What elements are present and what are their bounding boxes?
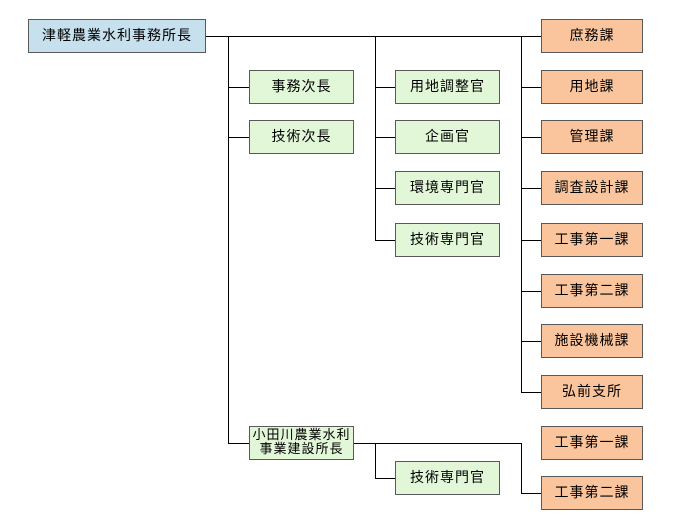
section-box-construction-2: 工事第二課: [541, 274, 643, 308]
officer-box-environment: 環境専門官: [395, 171, 500, 205]
section-box-management: 管理課: [541, 120, 643, 154]
section-6-connector: [521, 291, 542, 292]
section-3-connector: [521, 137, 542, 138]
section-box-construction-1: 工事第一課: [541, 223, 643, 257]
officer-box-planning: 企画官: [395, 120, 500, 154]
deputy-box-technical: 技術次長: [249, 120, 354, 154]
branch-officer-connector: [375, 478, 396, 479]
section-spine-line: [521, 36, 522, 393]
branch-section-box-construction-1: 工事第一課: [541, 426, 643, 460]
branch-section-spine: [521, 443, 522, 494]
branch-officer-spine: [375, 443, 376, 479]
trunk-horizontal-line: [205, 36, 522, 37]
officer-spine-line: [375, 36, 376, 240]
branch-section-2-connector: [521, 493, 542, 494]
section-2-connector: [521, 87, 542, 88]
officer-3-connector: [375, 188, 396, 189]
deputy-1-connector: [228, 87, 250, 88]
branch-chief-connector: [228, 443, 250, 444]
branch-chief-label-line2: 事業建設所長: [259, 442, 344, 457]
section-box-land: 用地課: [541, 70, 643, 104]
deputy-box-general-affairs: 事務次長: [249, 70, 354, 104]
deputy-spine-line: [228, 36, 229, 443]
section-box-general-affairs: 庶務課: [541, 19, 643, 53]
branch-chief-box: 小田川農業水利 事業建設所長: [249, 426, 354, 460]
officer-box-land-coordination: 用地調整官: [395, 70, 500, 104]
branch-chief-label-line1: 小田川農業水利: [252, 428, 351, 443]
section-5-connector: [521, 240, 542, 241]
section-box-survey-design: 調査設計課: [541, 171, 643, 205]
officer-4-connector: [375, 240, 396, 241]
officer-1-connector: [375, 87, 396, 88]
officer-2-connector: [375, 137, 396, 138]
branch-section-box-construction-2: 工事第二課: [541, 476, 643, 510]
branch-trunk-line: [354, 443, 522, 444]
section-1-connector: [521, 36, 542, 37]
section-7-connector: [521, 341, 542, 342]
section-8-connector: [521, 392, 542, 393]
section-box-hirosaki-branch: 弘前支所: [541, 375, 643, 409]
office-chief-box: 津軽農業水利事務所長: [28, 19, 206, 53]
officer-box-technical-specialist: 技術専門官: [395, 223, 500, 257]
deputy-2-connector: [228, 137, 250, 138]
section-box-facility-machinery: 施設機械課: [541, 324, 643, 358]
branch-officer-box: 技術専門官: [395, 461, 500, 495]
section-4-connector: [521, 188, 542, 189]
